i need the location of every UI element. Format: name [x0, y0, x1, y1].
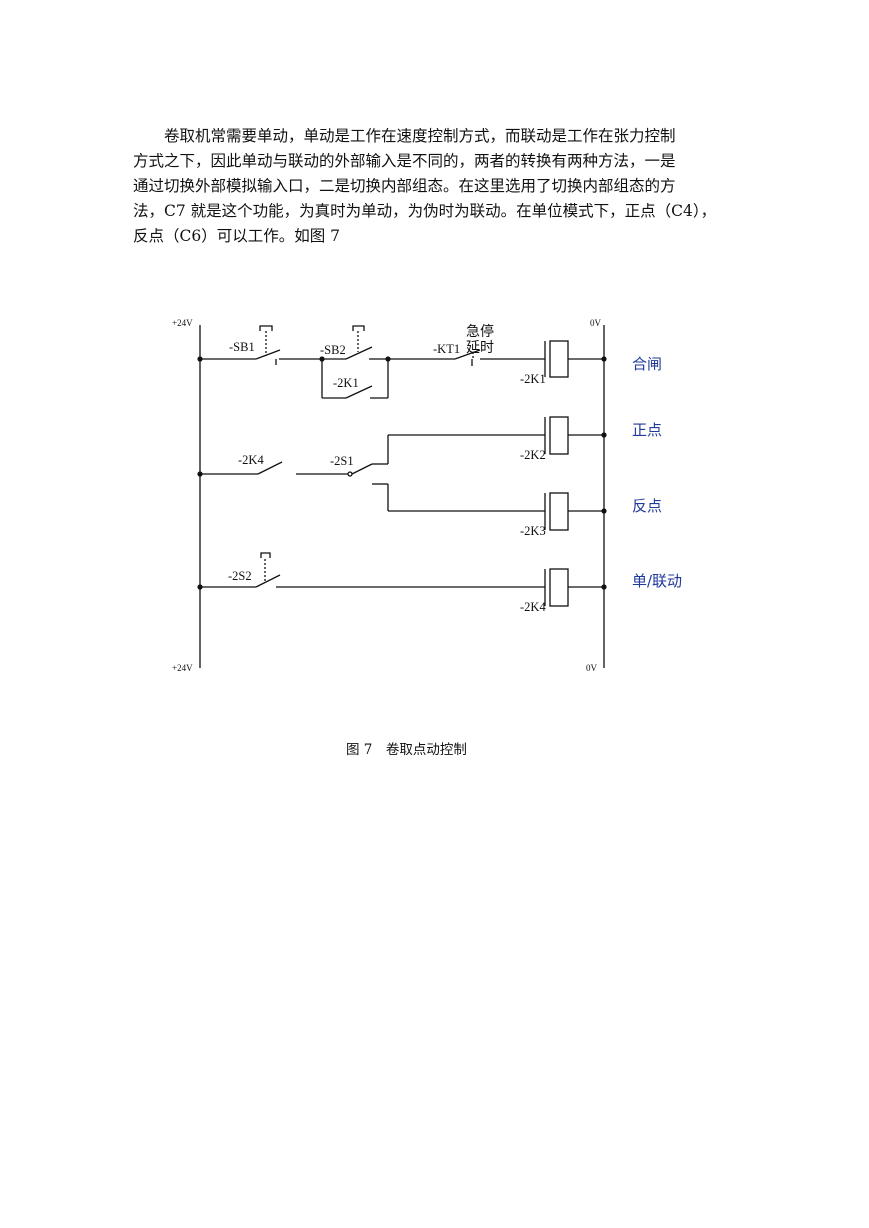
- ladder-diagram: +24V +24V 0V 0V -SB1 -SB2 -2K1 -KT1 急停 延…: [172, 318, 682, 673]
- k4-contact: [257, 461, 283, 475]
- coil-k3: [549, 492, 569, 531]
- function-jog-reverse-label: 反点: [632, 497, 662, 515]
- rail-left-bottom-label: +24V: [172, 663, 193, 673]
- function-close-label: 合闸: [632, 355, 662, 373]
- coil-k1-label: -2K1: [520, 372, 546, 386]
- figure-caption: 图 7 卷取点动控制: [346, 742, 467, 758]
- rail-right-top-label: 0V: [590, 318, 602, 328]
- paragraph-line: 通过切换外部模拟输入口，二是切换内部组态。在这里选用了切换内部组态的方: [133, 177, 676, 195]
- kt1-note-line2: 延时: [466, 340, 494, 356]
- kt1-label: -KT1: [433, 342, 460, 356]
- function-single-linked-label: 单/联动: [632, 572, 682, 590]
- function-jog-forward-label: 正点: [632, 421, 662, 439]
- coil-k1: [549, 340, 569, 378]
- coil-k4-label: -2K4: [520, 600, 546, 614]
- kt1-note-line1: 急停: [466, 323, 494, 340]
- sb1-label: -SB1: [229, 340, 255, 354]
- k1-hold-contact: [345, 385, 373, 399]
- sb2-contact: [345, 346, 373, 360]
- s1-contact: [351, 463, 373, 475]
- coil-k2-label: -2K2: [520, 448, 546, 462]
- k1-hold-label: -2K1: [333, 376, 359, 390]
- sb2-label: -SB2: [320, 343, 346, 357]
- paragraph-line: 法，C7 就是这个功能，为真时为单动，为伪时为联动。在单位模式下，正点（C4），: [133, 202, 717, 220]
- sb1-contact: [255, 349, 281, 360]
- s1-label: -2S1: [330, 454, 354, 468]
- s2-label: -2S2: [228, 569, 252, 583]
- rail-right-bottom-label: 0V: [586, 663, 598, 673]
- kt1-contact: [454, 349, 481, 360]
- rail-left-top-label: +24V: [172, 318, 193, 328]
- paragraph-line: 方式之下，因此单动与联动的外部输入是不同的，两者的转换有两种方法，一是: [133, 152, 676, 170]
- paragraph-line: 卷取机常需要单动，单动是工作在速度控制方式，而联动是工作在张力控制: [164, 127, 676, 145]
- coil-k3-label: -2K3: [520, 524, 546, 538]
- coil-k2: [549, 416, 569, 455]
- coil-k4: [549, 568, 569, 607]
- k4-contact-label: -2K4: [238, 453, 264, 467]
- s2-contact: [255, 574, 281, 588]
- paragraph-line: 反点（C6）可以工作。如图 7: [133, 227, 341, 245]
- body-paragraph: 卷取机常需要单动，单动是工作在速度控制方式，而联动是工作在张力控制 方式之下，因…: [133, 124, 739, 249]
